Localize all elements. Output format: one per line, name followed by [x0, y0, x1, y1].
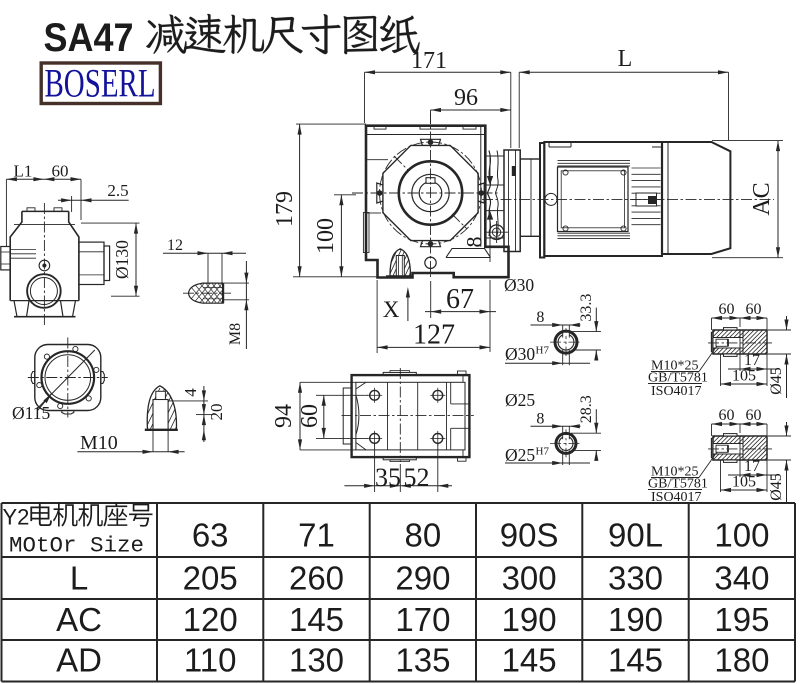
svg-text:ISO4017: ISO4017: [651, 490, 702, 505]
svg-text:60: 60: [52, 162, 69, 181]
svg-text:Y2: Y2: [3, 505, 30, 530]
svg-text:Ø130: Ø130: [112, 240, 132, 279]
svg-text:67: 67: [446, 284, 474, 315]
svg-text:M10*25: M10*25: [651, 465, 698, 480]
svg-text:190: 190: [608, 601, 663, 638]
svg-text:H7: H7: [536, 345, 550, 357]
svg-text:120: 120: [183, 601, 238, 638]
svg-text:2.5: 2.5: [107, 181, 128, 200]
svg-text:190: 190: [502, 601, 557, 638]
svg-text:71: 71: [298, 517, 335, 554]
svg-text:GB/T5781: GB/T5781: [648, 477, 708, 492]
svg-text:17: 17: [744, 458, 760, 475]
svg-text:Ø25: Ø25: [505, 445, 535, 465]
svg-text:17: 17: [744, 352, 760, 369]
svg-text:M10*25: M10*25: [651, 359, 698, 374]
svg-text:GB/T5781: GB/T5781: [648, 371, 708, 386]
svg-text:AC: AC: [749, 182, 775, 215]
svg-text:ISO4017: ISO4017: [651, 384, 702, 399]
svg-text:90S: 90S: [500, 517, 559, 554]
svg-text:33.3: 33.3: [578, 294, 595, 322]
svg-text:60: 60: [746, 301, 762, 318]
svg-text:145: 145: [502, 642, 557, 679]
svg-text:Ø30: Ø30: [505, 344, 535, 364]
svg-text:145: 145: [289, 601, 344, 638]
svg-text:260: 260: [289, 560, 344, 597]
svg-text:96: 96: [454, 85, 478, 111]
svg-text:94: 94: [271, 404, 297, 428]
svg-text:AD: AD: [56, 642, 102, 679]
svg-text:SA47: SA47: [44, 16, 134, 60]
svg-text:35: 35: [375, 463, 401, 492]
svg-text:Ø45: Ø45: [768, 473, 785, 501]
svg-text:28.3: 28.3: [578, 395, 595, 423]
svg-text:M8: M8: [227, 323, 244, 345]
svg-text:135: 135: [395, 642, 450, 679]
svg-text:145: 145: [608, 642, 663, 679]
svg-text:L: L: [618, 46, 633, 72]
svg-text:Ø115: Ø115: [12, 403, 50, 423]
svg-text:MOtOr Size: MOtOr Size: [9, 533, 144, 559]
svg-text:M10: M10: [80, 432, 118, 454]
svg-text:4: 4: [181, 388, 200, 397]
svg-text:130: 130: [289, 642, 344, 679]
svg-text:BOSERL: BOSERL: [45, 61, 156, 106]
svg-text:127: 127: [413, 320, 455, 351]
svg-text:110: 110: [184, 642, 237, 679]
svg-text:195: 195: [714, 601, 769, 638]
svg-text:X: X: [383, 297, 400, 322]
svg-text:20: 20: [207, 404, 226, 421]
svg-text:330: 330: [608, 560, 663, 597]
svg-text:340: 340: [714, 560, 769, 597]
svg-text:Ø45: Ø45: [768, 367, 785, 395]
svg-text:105: 105: [732, 474, 756, 491]
svg-text:Ø30: Ø30: [504, 275, 534, 295]
svg-text:60: 60: [719, 407, 735, 424]
svg-text:179: 179: [272, 191, 298, 227]
svg-text:63: 63: [192, 517, 229, 554]
svg-text:100: 100: [313, 218, 339, 254]
svg-text:60: 60: [297, 404, 323, 428]
svg-text:AC: AC: [56, 601, 102, 638]
svg-text:60: 60: [746, 407, 762, 424]
svg-text:12: 12: [167, 237, 183, 254]
svg-text:8: 8: [462, 237, 487, 248]
svg-text:105: 105: [732, 368, 756, 385]
svg-text:H7: H7: [536, 446, 550, 458]
svg-text:90L: 90L: [608, 517, 663, 554]
svg-text:171: 171: [411, 48, 447, 74]
svg-text:L: L: [70, 560, 88, 597]
svg-text:Ø25: Ø25: [505, 390, 535, 410]
svg-text:180: 180: [714, 642, 769, 679]
svg-text:100: 100: [714, 517, 769, 554]
svg-text:290: 290: [395, 560, 450, 597]
svg-text:205: 205: [183, 560, 238, 597]
svg-text:52: 52: [404, 463, 430, 492]
svg-text:300: 300: [502, 560, 557, 597]
svg-text:170: 170: [395, 601, 450, 638]
svg-text:L1: L1: [14, 162, 33, 181]
svg-text:60: 60: [719, 301, 735, 318]
svg-text:8: 8: [536, 410, 544, 427]
svg-text:8: 8: [536, 309, 544, 326]
svg-text:80: 80: [405, 517, 442, 554]
